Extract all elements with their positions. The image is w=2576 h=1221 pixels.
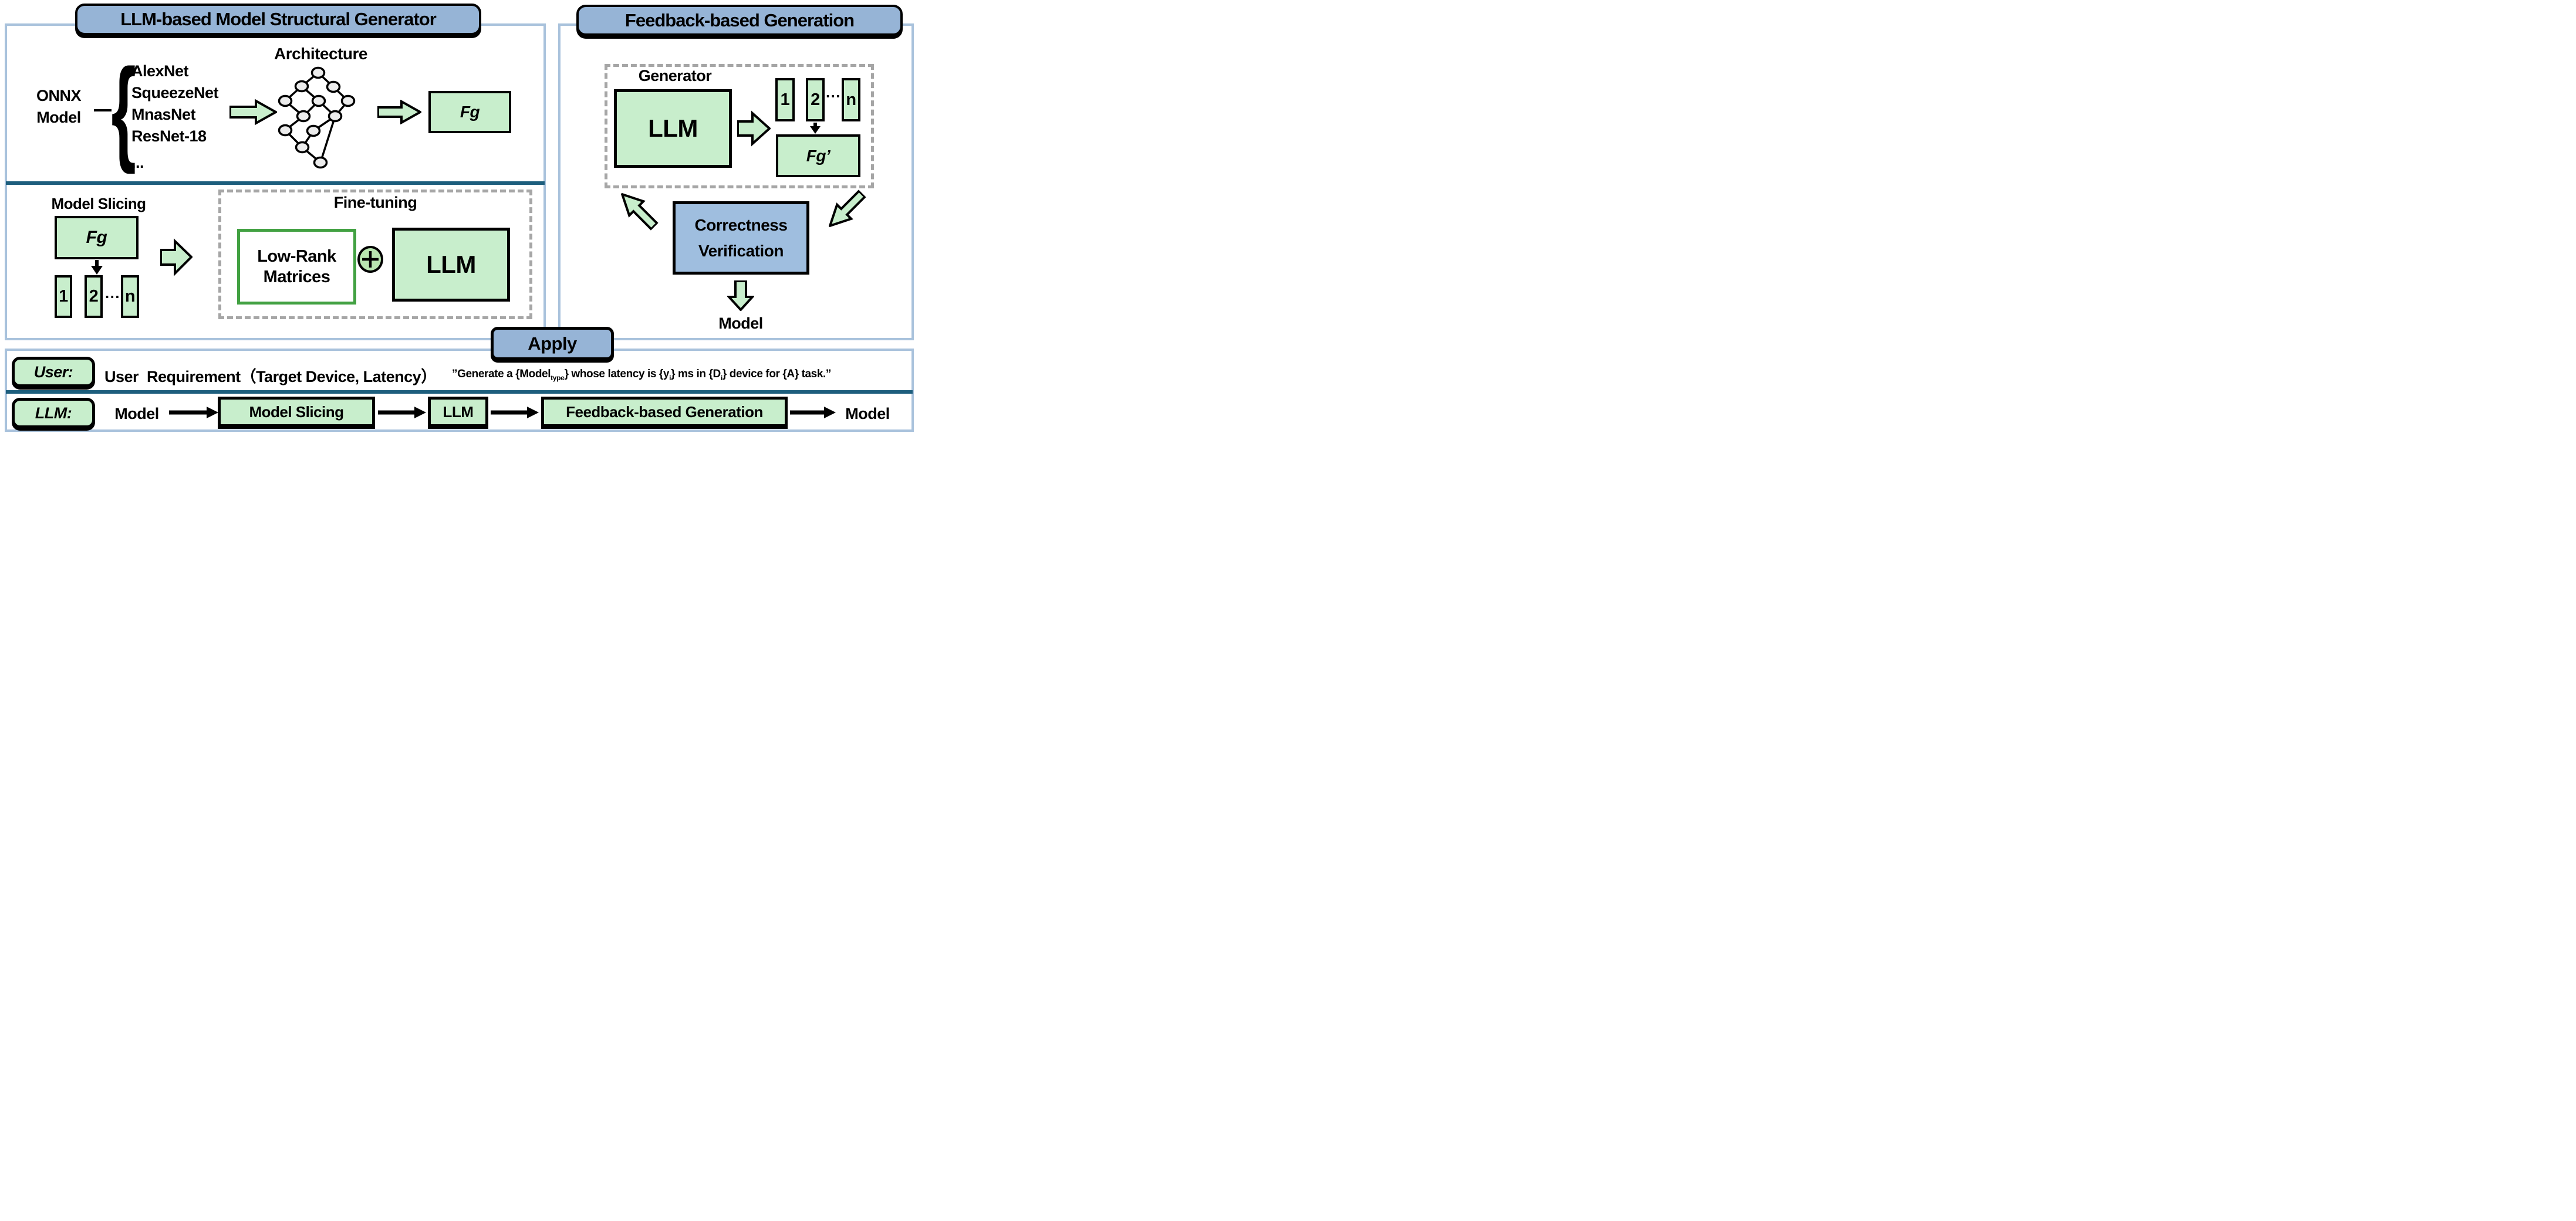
flow-model-output-label: Model <box>845 405 890 422</box>
onnx-model-label: ONNX Model <box>26 85 91 128</box>
llm-tag: LLM: <box>12 398 95 428</box>
list-item-ellipsis: ... <box>131 154 144 171</box>
quote-part: } ms in {D <box>671 368 721 380</box>
generated-slice-2: 2 <box>806 78 825 121</box>
left-panel-title-text: LLM-based Model Structural Generator <box>120 9 437 29</box>
fg-prime-label: Fg’ <box>806 146 830 165</box>
onnx-label-line1: ONNX <box>36 87 82 104</box>
architecture-figure: LLM-based Model Structural Generator Fee… <box>0 0 920 436</box>
onnx-label-line2: Model <box>36 109 81 126</box>
slice-label: n <box>846 90 856 109</box>
apply-label: Apply <box>528 333 577 354</box>
quote-part: ”Generate a {Model <box>452 368 551 380</box>
generated-slice-ellipsis: ⋯ <box>825 86 840 104</box>
model-slice-2: 2 <box>85 275 103 318</box>
slice-label: 1 <box>780 90 790 109</box>
slice-ellipsis: ⋯ <box>104 287 120 305</box>
flow-llm-box: LLM <box>428 397 488 427</box>
llm-finetune-box: LLM <box>392 228 510 302</box>
quote-part: } device for {A} task.” <box>722 368 832 380</box>
brace-stub-line <box>94 109 112 111</box>
llm-tag-label: LLM: <box>35 404 72 422</box>
model-slicing-label: Model Slicing <box>51 195 146 212</box>
user-requirement-text: User Requirement（Target Device, Latency） <box>104 368 437 385</box>
slice-label: 2 <box>89 287 99 306</box>
slice-to-fgprime-arrow-icon <box>810 123 821 134</box>
model-slice-1: 1 <box>55 275 72 318</box>
prompt-quote: ”Generate a {Modeltype} whose latency is… <box>452 368 831 382</box>
llm-generator-label: LLM <box>648 114 698 142</box>
quote-part: } whose latency is {y <box>564 368 670 380</box>
arrow-architecture-to-fg-icon <box>377 100 421 124</box>
flow-feedback-generation-label: Feedback-based Generation <box>566 403 763 421</box>
user-tag-label: User: <box>33 363 73 381</box>
fg-prime-box: Fg’ <box>776 134 860 177</box>
list-item: AlexNet <box>131 62 189 80</box>
left-panel-title: LLM-based Model Structural Generator <box>75 4 481 35</box>
arrow-verification-to-generator-icon <box>613 188 663 232</box>
flow-feedback-generation-box: Feedback-based Generation <box>541 397 788 427</box>
flow-arrow-1-icon <box>169 407 218 418</box>
flow-model-slicing-label: Model Slicing <box>249 403 344 421</box>
right-panel-title: Feedback-based Generation <box>576 5 903 36</box>
arrow-slices-to-finetuning-icon <box>160 238 193 276</box>
apply-box: Apply <box>491 327 614 360</box>
low-rank-matrices-label: Low-Rank Matrices <box>257 246 336 286</box>
quote-subscript: i <box>720 373 723 382</box>
arrow-onnx-to-architecture-icon <box>229 99 277 125</box>
generator-label: Generator <box>638 67 712 84</box>
flow-model-slicing-box: Model Slicing <box>218 397 375 427</box>
fg-box-label: Fg <box>460 103 480 121</box>
model-output-label: Model <box>718 314 763 332</box>
quote-subscript: i <box>669 373 671 382</box>
brace-icon: { <box>111 45 136 174</box>
fg-slicing-box-label: Fg <box>86 228 107 247</box>
generator-box <box>605 64 874 188</box>
onnx-model-list: AlexNet SqueezeNet MnasNet ResNet-18 ... <box>131 60 219 174</box>
llm-generator-box: LLM <box>614 89 732 168</box>
generated-slice-n: n <box>842 78 860 121</box>
architecture-label: Architecture <box>274 45 367 63</box>
slice-label: 1 <box>59 287 68 306</box>
llm-finetune-label: LLM <box>426 251 476 278</box>
fine-tuning-box <box>218 190 532 319</box>
fg-slicing-box: Fg <box>55 216 139 259</box>
list-item: SqueezeNet <box>131 84 219 102</box>
left-panel-divider <box>6 181 545 185</box>
arrow-fgprime-to-verification-icon <box>821 188 871 232</box>
plus-icon <box>357 246 383 273</box>
bottom-panel-divider <box>6 390 913 394</box>
right-panel-title-text: Feedback-based Generation <box>624 9 855 31</box>
fg-box: Fg <box>428 91 511 133</box>
architecture-graph-icon <box>278 66 356 169</box>
correctness-verification-box: Correctness Verification <box>673 201 809 275</box>
correctness-verification-label: Correctness Verification <box>694 216 788 260</box>
slice-label: n <box>124 287 136 306</box>
flow-arrow-3-icon <box>491 407 539 418</box>
generated-slice-1: 1 <box>775 78 795 121</box>
user-tag: User: <box>12 357 95 387</box>
fine-tuning-label: Fine-tuning <box>333 194 417 211</box>
slicing-down-arrow-icon <box>91 260 103 275</box>
arrow-verification-to-model-icon <box>727 280 754 311</box>
flow-arrow-4-icon <box>790 407 836 418</box>
list-item: MnasNet <box>131 106 196 123</box>
flow-model-input-label: Model <box>114 405 159 422</box>
low-rank-matrices-box: Low-Rank Matrices <box>237 229 356 305</box>
model-slice-n: n <box>121 275 139 318</box>
slice-label: 2 <box>811 90 820 109</box>
arrow-llm-to-slices-icon <box>737 110 771 147</box>
list-item: ResNet-18 <box>131 127 207 145</box>
quote-subscript: type <box>551 373 565 382</box>
flow-arrow-2-icon <box>378 407 426 418</box>
flow-llm-label: LLM <box>443 403 474 421</box>
